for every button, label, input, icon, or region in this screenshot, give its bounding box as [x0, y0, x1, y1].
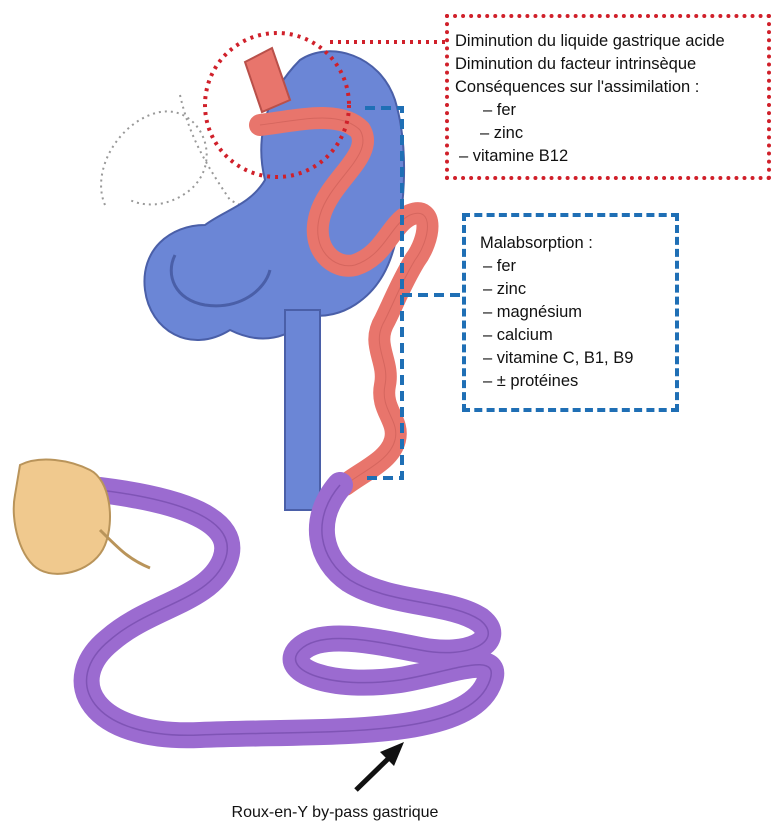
malabsorption-item-3: – magnésium: [483, 301, 582, 323]
bypassed-outline-2: [180, 95, 250, 210]
caption-arrow-shaft: [356, 755, 392, 790]
malabsorption-item-1: – fer: [483, 255, 516, 277]
pancreas: [14, 460, 110, 574]
common-channel: [87, 485, 492, 735]
malabsorption-item-6: – ± protéines: [483, 370, 578, 392]
stomach-line-1: Diminution du liquide gastrique acide: [455, 30, 725, 52]
stomach-line-5: – zinc: [480, 122, 523, 144]
stomach-line-3: Conséquences sur l'assimilation :: [455, 76, 699, 98]
malabsorption-item-4: – calcium: [483, 324, 553, 346]
diagram-caption: Roux-en-Y by-pass gastrique: [0, 804, 670, 822]
pancreas-tail: [100, 530, 150, 568]
malabsorption-item-5: – vitamine C, B1, B9: [483, 347, 633, 369]
biliopancreatic-limb: [285, 310, 320, 510]
malabsorption-item-2: – zinc: [483, 278, 526, 300]
stomach-line-6: – vitamine B12: [459, 145, 568, 167]
esophagus-stump: [245, 48, 290, 112]
malabsorption-title: Malabsorption :: [480, 232, 593, 254]
stomach-line-4: – fer: [483, 99, 516, 121]
bypassed-outline: [101, 111, 207, 205]
stomach-line-2: Diminution du facteur intrinsèque: [455, 53, 696, 75]
